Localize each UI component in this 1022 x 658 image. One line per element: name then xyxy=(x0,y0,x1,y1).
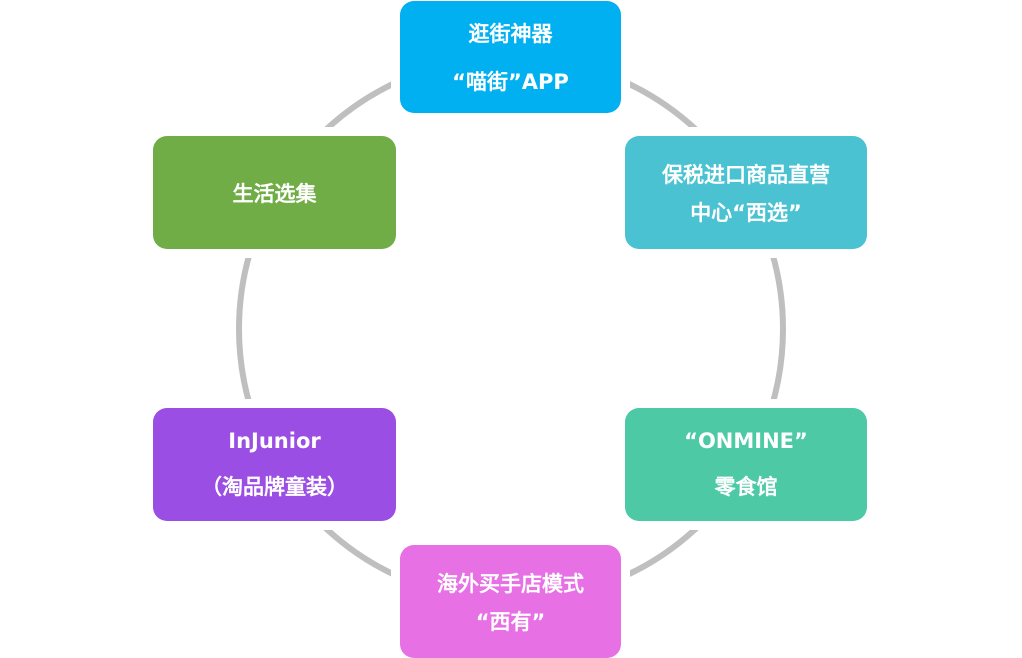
node-xixuan-line2: 中心“西选” xyxy=(690,200,802,225)
node-injunior-line2: （淘品牌童装） xyxy=(201,474,348,499)
node-injunior-line1: InJunior xyxy=(228,428,321,453)
node-xiyou-line2: “西有” xyxy=(475,609,546,634)
node-xixuan-line1: 保税进口商品直营 xyxy=(662,162,830,187)
node-injunior: InJunior （淘品牌童装） xyxy=(153,408,396,521)
node-xixuan: 保税进口商品直营 中心“西选” xyxy=(625,136,867,249)
node-onmine: “ONMINE” 零食馆 xyxy=(625,408,867,521)
node-shenghuo-line1: 生活选集 xyxy=(232,181,317,206)
node-onmine-line1: “ONMINE” xyxy=(684,428,808,453)
node-onmine-line2: 零食馆 xyxy=(714,474,778,499)
node-miaojie-line1: 逛街神器 xyxy=(468,22,553,46)
node-xiyou: 海外买手店模式 “西有” xyxy=(400,545,621,658)
node-miaojie: 逛街神器 “喵街”APP xyxy=(400,1,621,113)
node-miaojie-line2: “喵街”APP xyxy=(452,70,569,94)
node-shenghuo: 生活选集 xyxy=(153,136,396,249)
node-xiyou-line1: 海外买手店模式 xyxy=(437,571,584,596)
